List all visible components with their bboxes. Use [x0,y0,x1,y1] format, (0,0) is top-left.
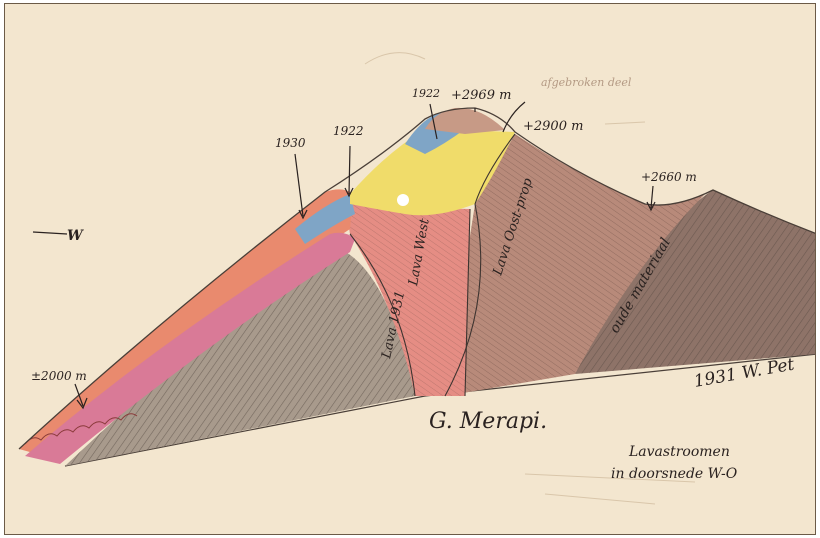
label-year-1930: 1930 [275,136,306,150]
subtitle-line-2: in doorsnede W-O [611,466,738,482]
drawing-sheet: W 1930 1922 1922 +2969 m +2900 m +2660 m… [4,3,816,535]
label-year-1922-left: 1922 [333,124,364,138]
label-height-east: +2660 m [641,170,697,184]
subtitle-line-1: Lavastroomen [628,444,730,460]
drawing-title: G. Merapi. [429,409,547,434]
label-height-base: ±2000 m [31,369,87,383]
label-faint-note: afgebroken deel [541,76,632,89]
summit-top [425,108,505,134]
label-height-summit: +2969 m [451,88,511,103]
label-west: W [67,228,84,244]
label-year-1922-top: 1922 [412,87,440,100]
highlight-spot [397,194,409,206]
volcano-cross-section: W 1930 1922 1922 +2969 m +2900 m +2660 m… [5,4,816,535]
label-height-rim: +2900 m [523,119,583,134]
